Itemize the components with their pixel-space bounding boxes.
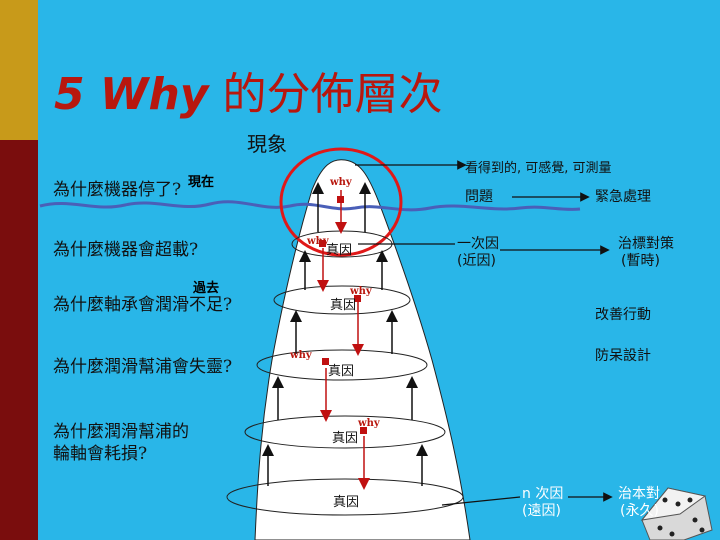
symptom-fix-1: 治標對策 bbox=[618, 236, 674, 252]
red-square-2 bbox=[319, 240, 326, 247]
why-label-4: why bbox=[290, 350, 312, 361]
dice-icon bbox=[640, 487, 713, 540]
layer-ellipse-4 bbox=[244, 415, 446, 449]
cause-label-4: 真因 bbox=[332, 431, 359, 446]
question-5b: 輪軸會耗損? bbox=[53, 444, 148, 464]
past-tag: 過去 bbox=[193, 281, 220, 296]
left-accent-gold bbox=[0, 0, 38, 140]
emergency-label: 緊急處理 bbox=[595, 189, 651, 205]
primary-cause-1: 一次因 bbox=[457, 236, 499, 252]
improve-label: 改善行動 bbox=[595, 307, 651, 323]
slide-title: 5 Why 的分佈層次 bbox=[54, 58, 442, 122]
why-label-2: why bbox=[307, 236, 329, 247]
prevent-label: 防呆設計 bbox=[595, 348, 651, 364]
cause-label-5: 真因 bbox=[333, 495, 360, 510]
problem-label: 問題 bbox=[465, 189, 493, 205]
question-2: 為什麼機器會超載? bbox=[53, 240, 199, 260]
layer-ellipse-5 bbox=[226, 478, 464, 516]
why-label-3: why bbox=[350, 286, 372, 297]
root-fix-1: 治本對 bbox=[618, 486, 660, 502]
left-accent-red bbox=[0, 140, 38, 540]
now-tag: 現在 bbox=[188, 175, 215, 190]
root-fix-2: (永久) bbox=[620, 503, 659, 519]
nth-cause-2: (遠因) bbox=[522, 503, 561, 519]
primary-cause-2: (近因) bbox=[457, 253, 496, 269]
visible-note: 看得到的, 可感覺, 可測量 bbox=[465, 161, 612, 176]
why-label-1: why bbox=[330, 177, 352, 188]
why-label-5: why bbox=[358, 418, 380, 429]
red-square-1 bbox=[337, 196, 344, 203]
red-square-4 bbox=[322, 358, 329, 365]
water-line bbox=[39, 200, 581, 212]
title-english: 5 Why bbox=[54, 69, 209, 120]
symptom-fix-2: (暫時) bbox=[621, 253, 660, 269]
red-square-3 bbox=[354, 295, 361, 302]
cause-label-3: 真因 bbox=[328, 364, 355, 379]
iceberg-shape bbox=[254, 159, 471, 540]
title-chinese: 的分佈層次 bbox=[222, 69, 443, 120]
layer-ellipse-2 bbox=[273, 285, 411, 315]
layer-ellipse-3 bbox=[256, 349, 428, 381]
question-1: 為什麼機器停了? bbox=[53, 180, 182, 200]
nth-cause-connector bbox=[441, 496, 521, 506]
question-5a: 為什麼潤滑幫浦的 bbox=[53, 422, 189, 442]
phenomenon-circle bbox=[279, 147, 403, 257]
nth-cause-1: n 次因 bbox=[522, 486, 564, 502]
red-square-5 bbox=[360, 427, 367, 434]
question-4: 為什麼潤滑幫浦會失靈? bbox=[53, 357, 233, 377]
cause-label-1: 真因 bbox=[326, 243, 353, 258]
question-3: 為什麼軸承會潤滑不足? bbox=[53, 295, 233, 315]
phenomenon-label: 現象 bbox=[247, 132, 287, 156]
cause-label-2: 真因 bbox=[330, 298, 357, 313]
